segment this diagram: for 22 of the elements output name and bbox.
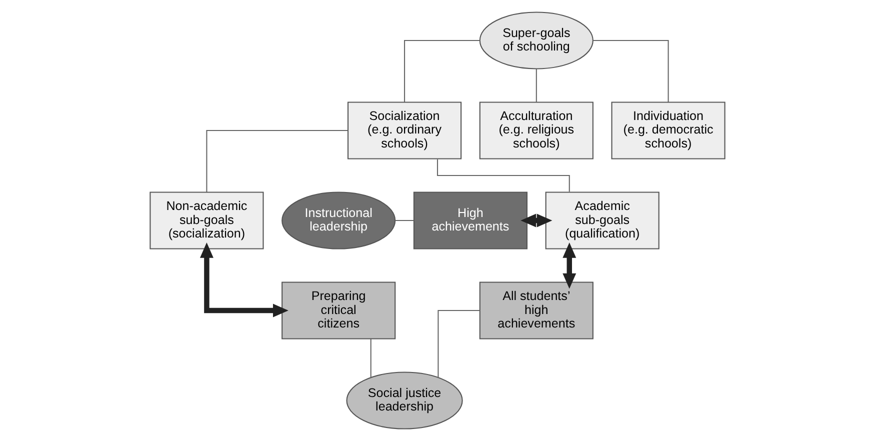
node-box: High achievements — [413, 192, 528, 250]
connector — [206, 130, 348, 192]
arrow — [520, 214, 552, 228]
connector — [593, 40, 669, 102]
node-box: Socialization (e.g. ordinary schools) — [347, 102, 462, 160]
node-ellipse: Super-goals of schooling — [479, 12, 594, 70]
connector — [536, 68, 537, 102]
node-box: All students’ high achievements — [479, 282, 594, 340]
connector — [436, 159, 570, 192]
node-ellipse: Social justice leadership — [346, 372, 463, 430]
node-ellipse: Instructional leadership — [282, 192, 396, 250]
arrow — [200, 242, 288, 318]
node-box: Academic sub-goals (qualification) — [545, 192, 660, 250]
node-box: Preparing critical citizens — [282, 282, 396, 340]
connector — [395, 220, 414, 222]
connector — [404, 40, 480, 102]
node-box: Acculturation (e.g. religious schools) — [479, 102, 594, 160]
node-box: Non-academic sub-goals (socialization) — [150, 192, 264, 250]
connector — [370, 339, 372, 378]
node-box: Individuation (e.g. democratic schools) — [611, 102, 726, 160]
arrow — [562, 242, 576, 289]
connector — [438, 310, 480, 378]
